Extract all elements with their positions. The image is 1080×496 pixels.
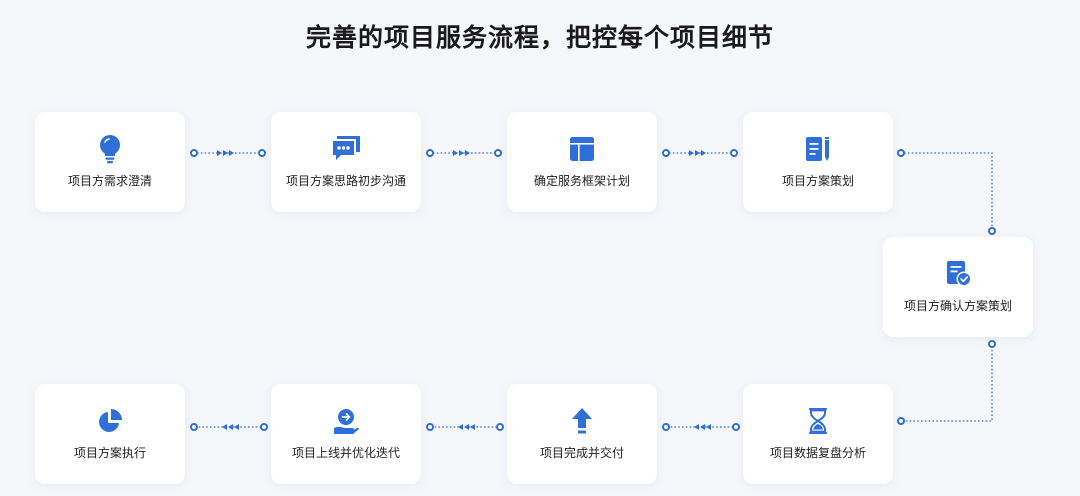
step-label: 项目方需求澄清: [67, 174, 152, 188]
step-card-launch-iteration: 项目上线并优化迭代: [271, 384, 421, 484]
step-label: 确定服务框架计划: [533, 174, 630, 188]
layout-table-icon: [507, 134, 657, 164]
step-label: 项目上线并优化迭代: [291, 446, 400, 460]
page-title: 完善的项目服务流程，把控每个项目细节: [305, 23, 774, 52]
step-card-delivery: 项目完成并交付: [507, 384, 657, 484]
step-card-requirements: 项目方需求澄清: [35, 112, 185, 212]
step-label: 项目方案思路初步沟通: [285, 174, 406, 188]
lightbulb-icon: [35, 134, 185, 164]
hand-coin-icon: [271, 406, 421, 436]
chat-bubble-icon: [271, 134, 421, 164]
step-card-data-review: 项目数据复盘分析: [743, 384, 893, 484]
step-label: 项目方确认方案策划: [903, 299, 1012, 313]
step-label: 项目完成并交付: [539, 446, 624, 460]
hourglass-icon: [743, 406, 893, 436]
step-label: 项目数据复盘分析: [769, 446, 866, 460]
step-label: 项目方案执行: [73, 446, 146, 460]
step-card-solution-planning: 项目方案策划: [743, 112, 893, 212]
upload-arrow-icon: [507, 406, 657, 436]
pie-chart-icon: [35, 406, 185, 436]
notebook-pen-icon: [743, 134, 893, 164]
step-card-execution: 项目方案执行: [35, 384, 185, 484]
step-label: 项目方案策划: [781, 174, 854, 188]
step-card-initial-communication: 项目方案思路初步沟通: [271, 112, 421, 212]
document-check-icon: [883, 259, 1033, 289]
step-card-plan-confirmation: 项目方确认方案策划: [883, 237, 1033, 337]
step-card-service-framework: 确定服务框架计划: [507, 112, 657, 212]
